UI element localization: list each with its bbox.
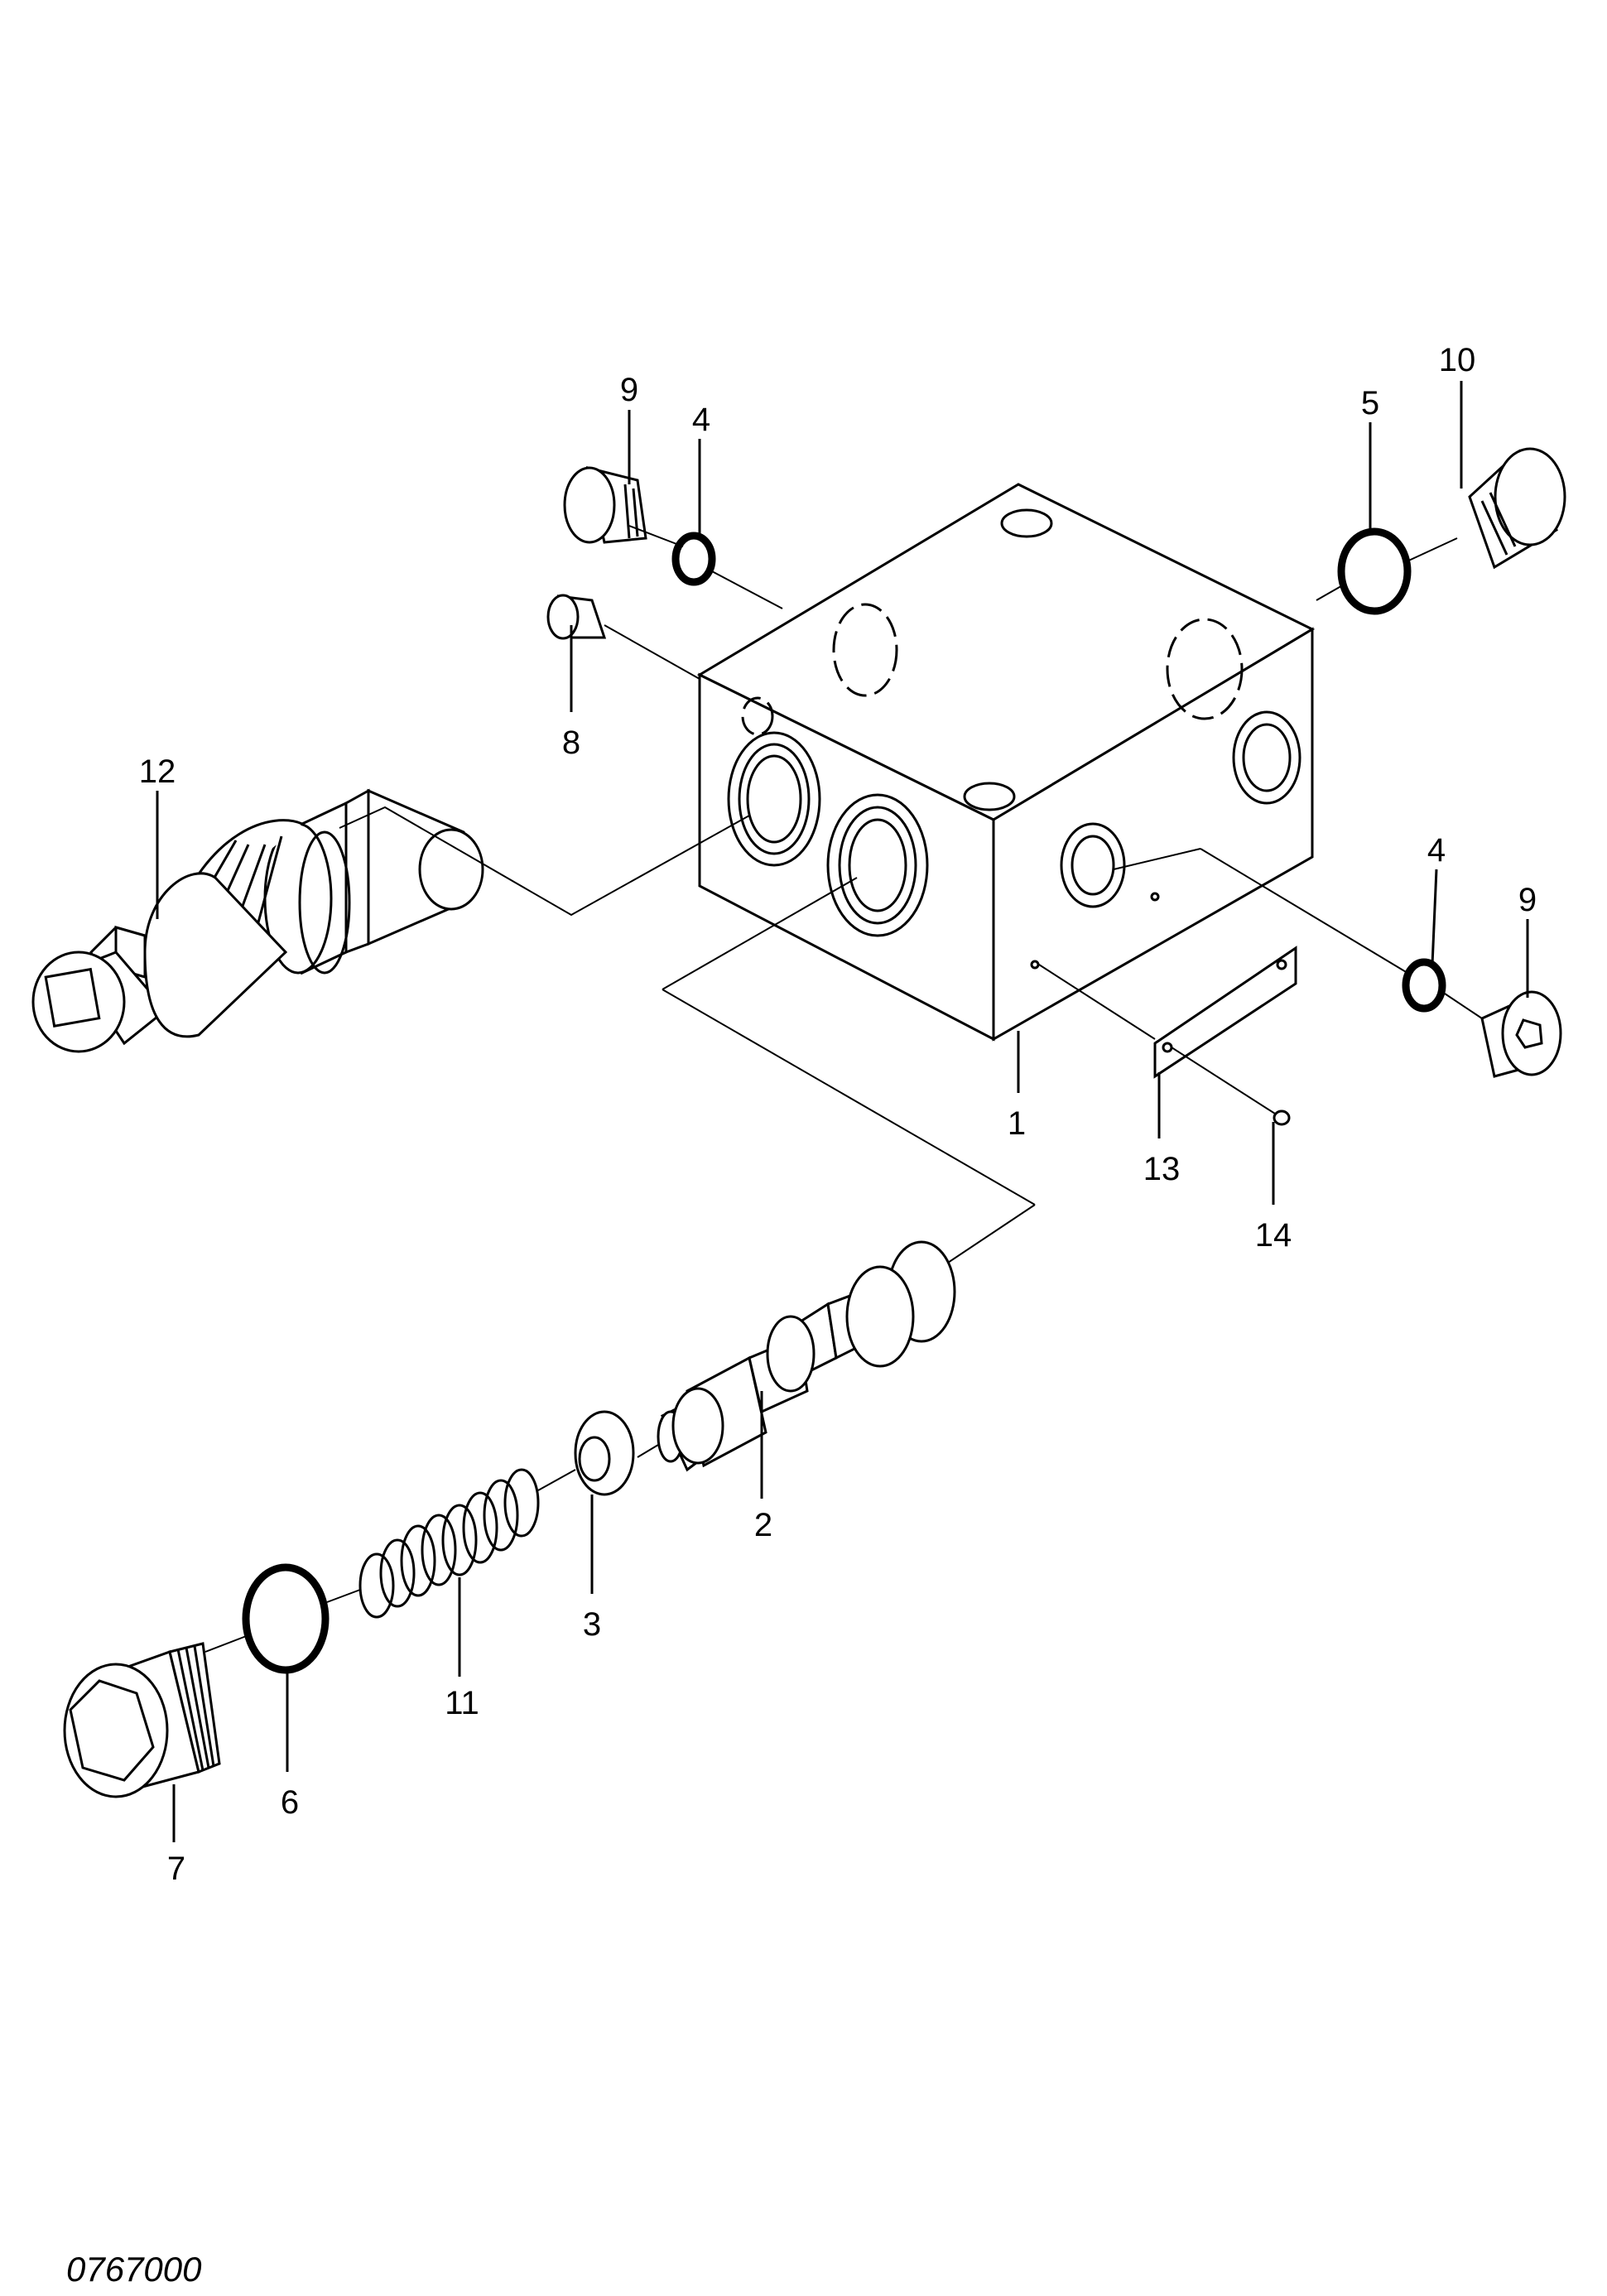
o-ring-lower-left bbox=[242, 1563, 330, 1674]
plug-upper-left bbox=[563, 465, 647, 544]
small-plug bbox=[546, 594, 607, 640]
callout-4-upper: 4 bbox=[692, 402, 710, 438]
callout-12: 12 bbox=[139, 753, 176, 790]
plug-hex-large bbox=[63, 1642, 221, 1798]
washer bbox=[574, 1410, 635, 1496]
callout-3: 3 bbox=[583, 1606, 601, 1643]
valve-body bbox=[696, 483, 1316, 1042]
callout-11: 11 bbox=[445, 1685, 479, 1721]
drawing-code: 0767000 bbox=[66, 2250, 202, 2289]
callout-pointers bbox=[156, 381, 1529, 1842]
callout-1: 1 bbox=[1008, 1105, 1026, 1142]
o-ring-right bbox=[1337, 527, 1412, 615]
callout-5: 5 bbox=[1361, 385, 1379, 421]
callout-9-upper: 9 bbox=[620, 372, 638, 408]
callout-6: 6 bbox=[281, 1784, 299, 1821]
plug-upper-right bbox=[1468, 447, 1566, 570]
o-ring-lower-right bbox=[1402, 958, 1446, 1013]
callout-labels: 9 4 8 5 10 12 4 9 1 13 14 2 3 11 6 7 bbox=[139, 342, 1537, 1887]
callout-9-lower: 9 bbox=[1518, 882, 1537, 918]
callout-2: 2 bbox=[754, 1507, 772, 1543]
spring bbox=[358, 1468, 540, 1619]
relief-valve-cartridge bbox=[31, 788, 484, 1053]
callout-10: 10 bbox=[1439, 342, 1476, 378]
leader-lines bbox=[204, 525, 1483, 1653]
plug-lower-right bbox=[1480, 990, 1562, 1078]
callout-13: 13 bbox=[1143, 1151, 1181, 1187]
o-ring-upper-left bbox=[671, 532, 716, 586]
callout-4-lower: 4 bbox=[1427, 832, 1446, 869]
drive-screw bbox=[1171, 1047, 1291, 1126]
callout-8: 8 bbox=[562, 724, 580, 761]
spool bbox=[657, 1240, 956, 1472]
callout-7: 7 bbox=[167, 1851, 185, 1887]
name-plate bbox=[1153, 946, 1297, 1079]
callout-14: 14 bbox=[1255, 1217, 1292, 1254]
